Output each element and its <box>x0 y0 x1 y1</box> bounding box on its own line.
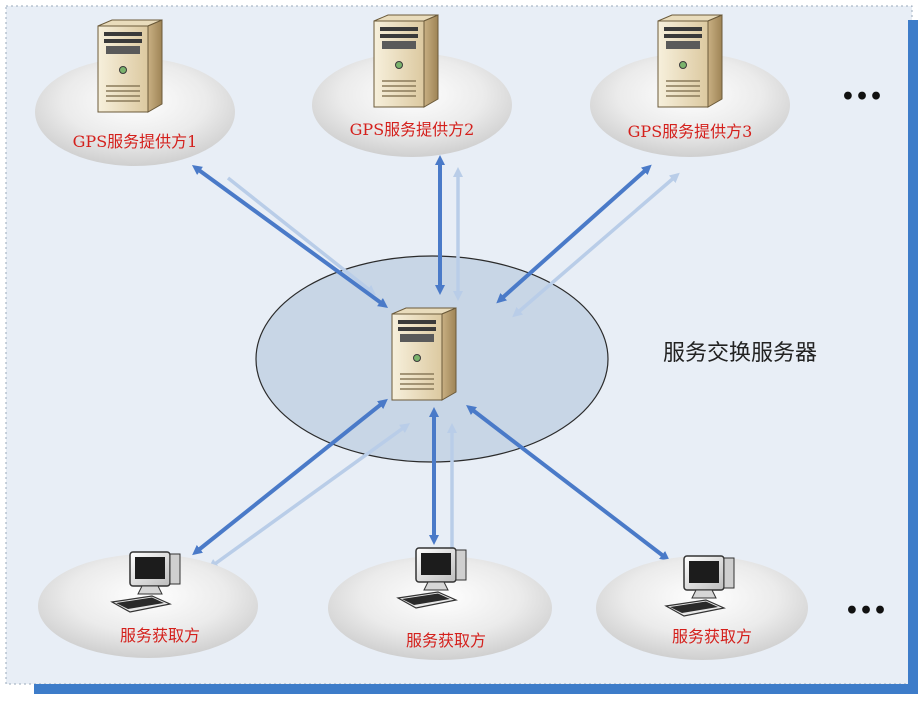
more-providers-ellipsis: ••• <box>841 84 883 110</box>
bottom-accent-bar <box>34 684 918 694</box>
arrow-consumer-1 <box>192 398 388 556</box>
arrow-provider-1 <box>191 165 389 308</box>
consumer-node-3: 服务获取方 <box>596 555 808 660</box>
consumer-node-2: 服务获取方 <box>328 547 552 660</box>
hub-server-icon <box>391 307 457 401</box>
connection-arrows <box>191 155 670 562</box>
provider-label: GPS服务提供方3 <box>628 122 753 141</box>
provider-node-2: GPS服务提供方2 <box>312 14 512 157</box>
consumer-node-1: 服务获取方 <box>38 551 258 658</box>
provider-node-1: GPS服务提供方1 <box>35 19 235 166</box>
server-tower-icon <box>97 19 163 113</box>
consumer-label: 服务获取方 <box>120 626 200 645</box>
arrow-provider-3 <box>496 164 652 304</box>
server-tower-icon <box>657 14 723 108</box>
more-consumers-ellipsis: ••• <box>845 598 887 624</box>
provider-label: GPS服务提供方2 <box>350 120 475 139</box>
server-tower-icon <box>373 14 439 108</box>
provider-label: GPS服务提供方1 <box>73 132 198 151</box>
consumer-label: 服务获取方 <box>672 627 752 646</box>
arrow-consumer-3 <box>466 404 670 562</box>
consumer-label: 服务获取方 <box>406 631 486 650</box>
provider-node-3: GPS服务提供方3 <box>590 14 790 157</box>
hub-label: 服务交换服务器 <box>663 341 817 366</box>
